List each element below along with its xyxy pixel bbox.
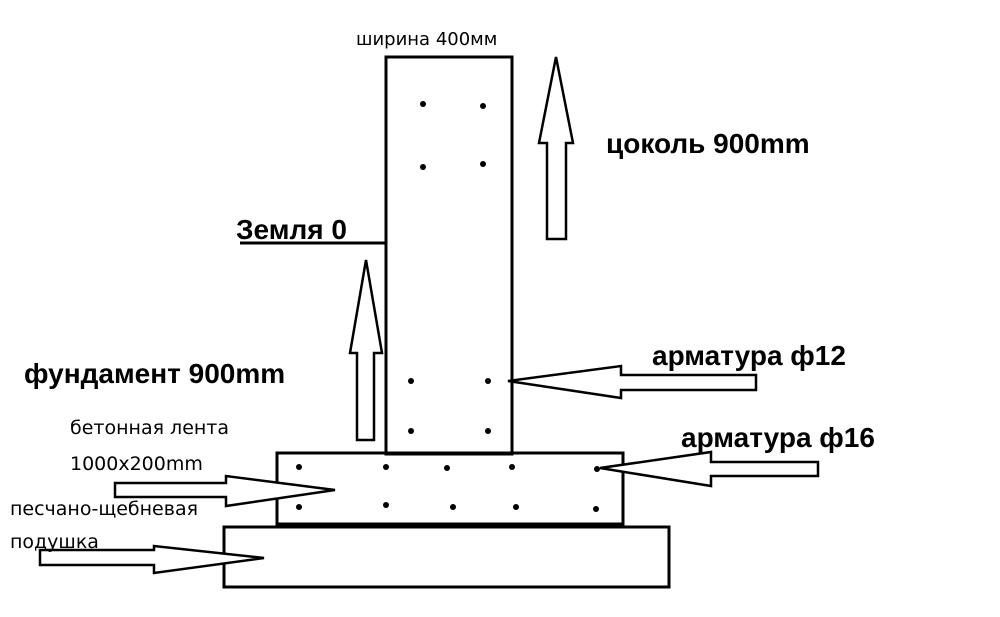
rebar12-pointer-arrow xyxy=(507,364,758,400)
cushion-label-line1: песчано-щебневая xyxy=(10,498,198,520)
foundation-label: фундамент 900mm xyxy=(24,358,285,389)
strip-pointer-arrow xyxy=(113,474,336,508)
rebar16-pointer-arrow xyxy=(599,450,820,488)
foundation-up-arrow xyxy=(348,259,384,442)
sand-gravel-cushion xyxy=(222,525,671,589)
strip-label-line2: 1000x200mm xyxy=(70,453,203,475)
strip-label-line1: бетонная лента xyxy=(70,417,229,439)
wall-rebar-dots xyxy=(408,101,491,434)
plinth-up-arrow xyxy=(537,56,575,241)
cushion-pointer-arrow xyxy=(38,544,265,575)
rebar12-label: арматура ф12 xyxy=(652,340,846,371)
cushion-label-line2: подушка xyxy=(10,531,99,553)
wall-column xyxy=(384,55,514,456)
plinth-label: цоколь 900mm xyxy=(606,128,810,159)
ground-label: Земля 0 xyxy=(236,214,347,245)
strip-rebar-dots xyxy=(296,464,600,512)
rebar16-label: арматура ф16 xyxy=(681,422,875,453)
width-label: ширина 400мм xyxy=(356,29,497,50)
